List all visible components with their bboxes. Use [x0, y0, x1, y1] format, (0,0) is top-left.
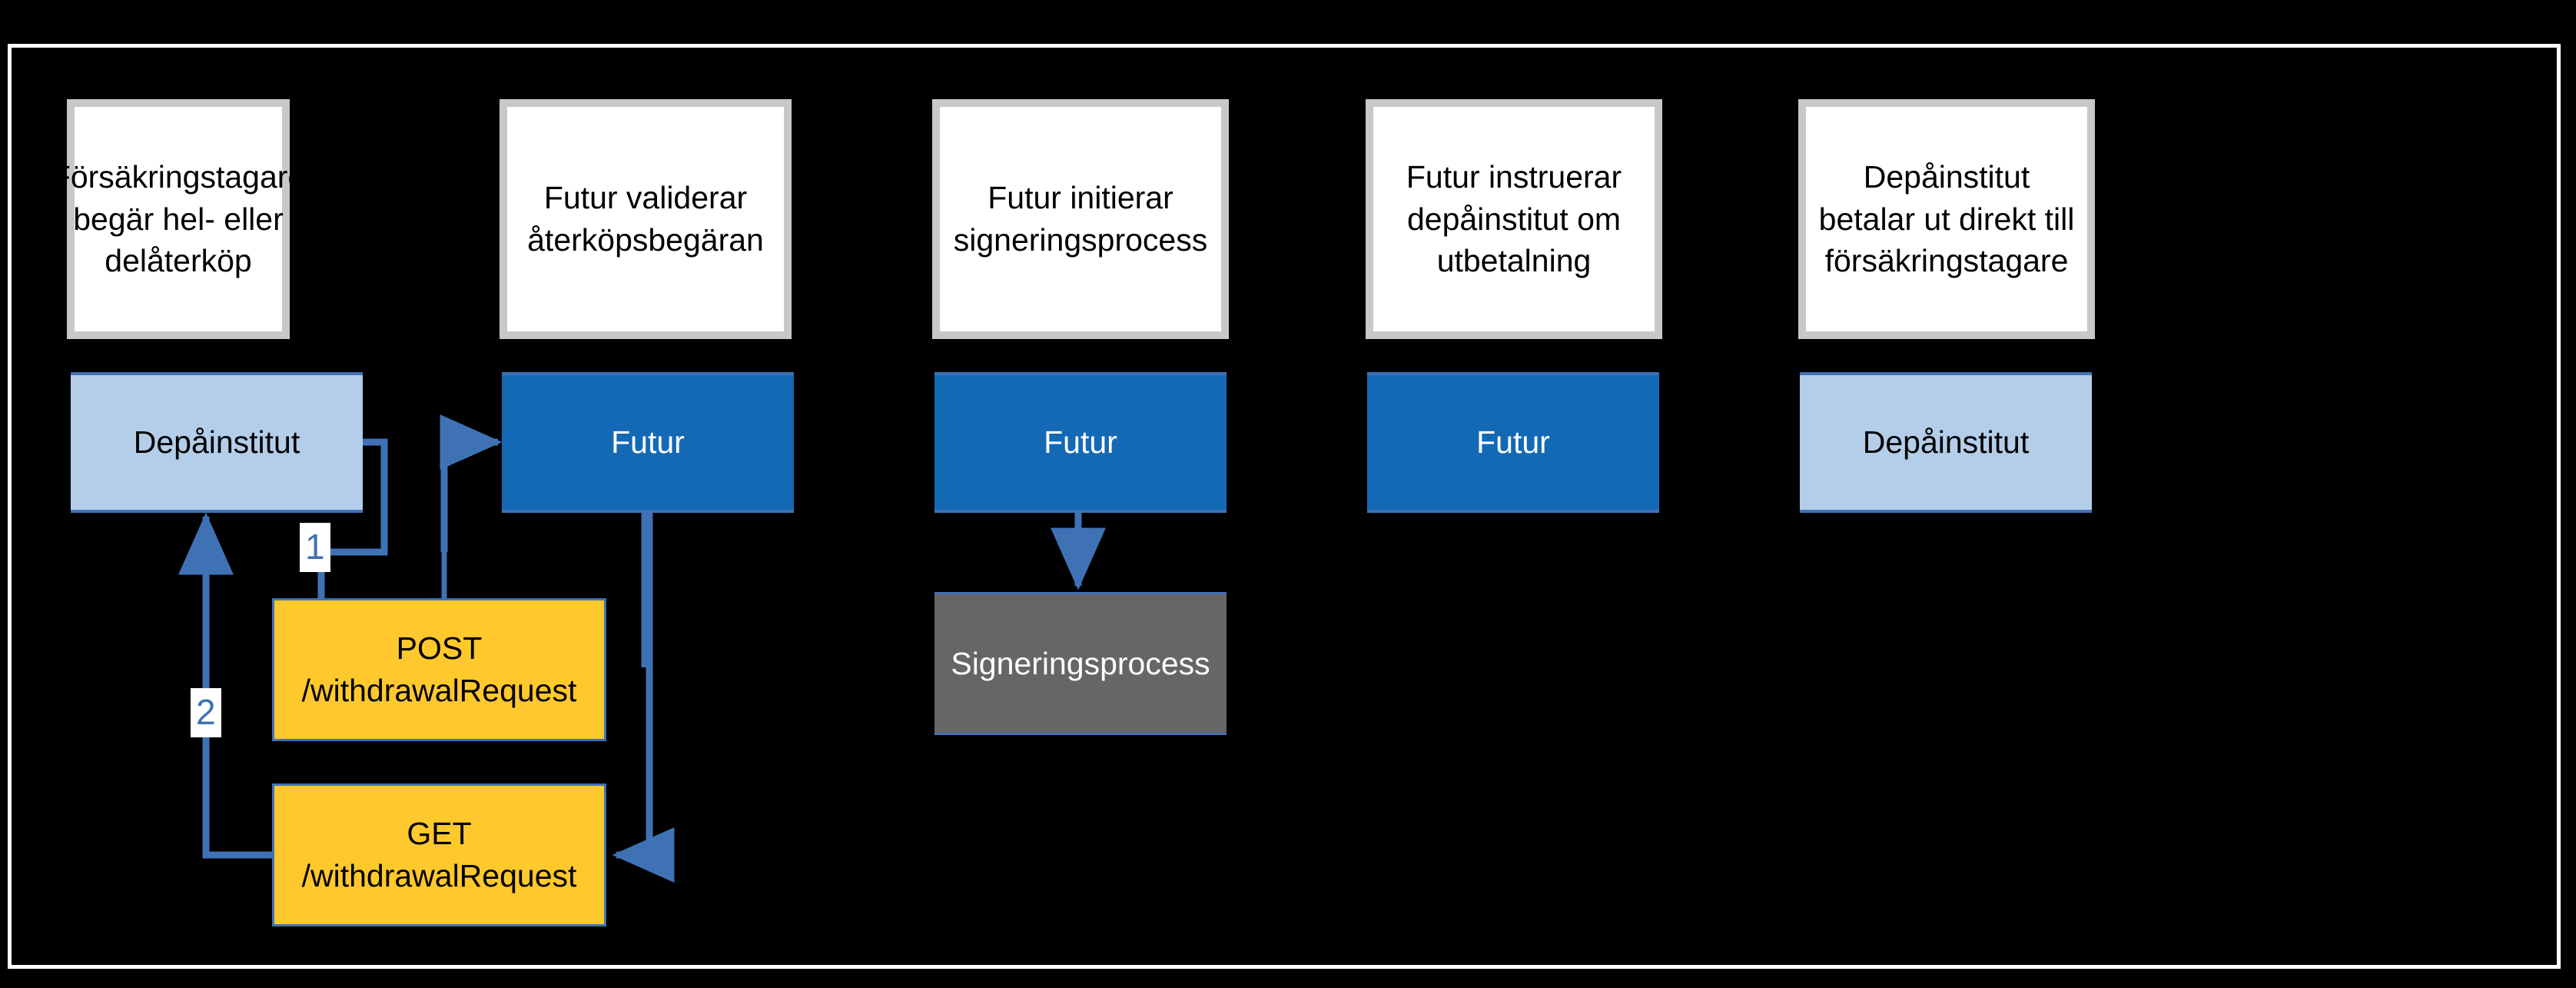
process-box-label: Futur validerar återköpsbegäran	[527, 180, 764, 258]
actor-label: Futur	[611, 424, 685, 461]
process-box-step-1: Försäkringstagare begär hel- eller delåt…	[51, 99, 305, 339]
process-box-step-2: Futur validerar återköpsbegäran	[500, 99, 792, 339]
actor-label: Depåinstitut	[133, 424, 300, 461]
api-path: /withdrawalRequest	[301, 673, 577, 708]
api-box-label: POST /withdrawalRequest	[302, 627, 577, 711]
signing-process-label: Signeringsprocess	[951, 645, 1210, 681]
api-box-post-withdrawalrequest: POST /withdrawalRequest	[272, 598, 606, 741]
connector-label-1: 1	[300, 523, 330, 572]
actor-box-futur-4: Futur	[1367, 372, 1659, 513]
api-method: POST	[396, 630, 483, 667]
actor-label: Depåinstitut	[1862, 424, 2030, 461]
connector-label-2: 2	[191, 688, 221, 737]
actor-box-futur-2: Futur	[502, 372, 794, 513]
process-box-label: Depåinstitut betalar ut direkt till förs…	[1818, 159, 2075, 279]
actor-box-depainstitut-left: Depåinstitut	[71, 372, 363, 513]
process-box-label: Futur initierar signeringsprocess	[953, 180, 1208, 258]
process-box-step-3: Futur initierar signeringsprocess	[932, 99, 1229, 339]
api-path: /withdrawalRequest	[301, 858, 577, 893]
api-method: GET	[407, 816, 472, 852]
actor-label: Futur	[1476, 424, 1550, 461]
process-box-step-4: Futur instruerar depåinstitut om utbetal…	[1366, 99, 1662, 339]
signing-process-box: Signeringsprocess	[934, 592, 1227, 735]
process-box-step-5: Depåinstitut betalar ut direkt till förs…	[1798, 99, 2095, 339]
actor-box-futur-3: Futur	[934, 372, 1227, 513]
actor-label: Futur	[1044, 424, 1117, 461]
api-box-get-withdrawalrequest: GET /withdrawalRequest	[272, 783, 606, 926]
process-box-label: Futur instruerar depåinstitut om utbetal…	[1406, 159, 1622, 279]
process-box-label: Försäkringstagare begär hel- eller delåt…	[51, 159, 306, 279]
api-box-label: GET /withdrawalRequest	[302, 813, 577, 897]
actor-box-depainstitut-right: Depåinstitut	[1800, 372, 2092, 513]
